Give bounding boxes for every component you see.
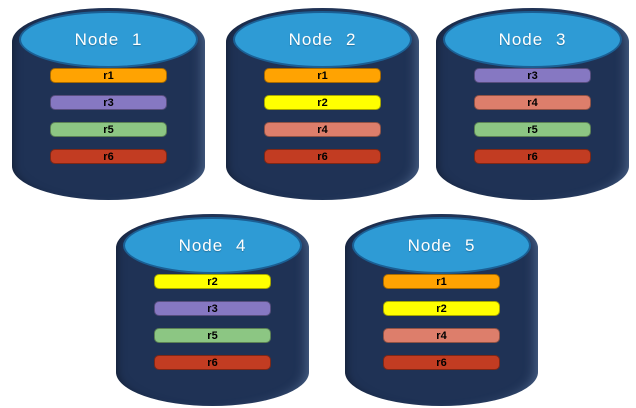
replica-bar: r6 <box>154 355 271 370</box>
node-cylinder-4: Node 4 r2 r3 r5 r6 <box>116 214 309 406</box>
replica-bar: r2 <box>154 274 271 289</box>
node-cylinder-2: Node 2 r1 r2 r4 r6 <box>226 8 419 200</box>
replica-bar: r4 <box>474 95 591 110</box>
cylinder-top-ellipse: Node 1 <box>19 11 198 68</box>
cylinder-top-ellipse: Node 5 <box>352 217 531 274</box>
replica-bar: r3 <box>50 95 167 110</box>
replica-bar: r6 <box>474 149 591 164</box>
node-cylinder-1: Node 1 r1 r3 r5 r6 <box>12 8 205 200</box>
replica-bar: r4 <box>383 328 500 343</box>
replica-bar-stack: r1 r2 r4 r6 <box>226 68 419 164</box>
replica-bar: r6 <box>50 149 167 164</box>
replica-bar-stack: r3 r4 r5 r6 <box>436 68 629 164</box>
replica-bar: r3 <box>474 68 591 83</box>
node-label: Node 4 <box>178 235 247 255</box>
replica-bar: r1 <box>264 68 381 83</box>
replica-bar: r1 <box>50 68 167 83</box>
cylinder-top-ellipse: Node 2 <box>233 11 412 68</box>
replica-bar: r2 <box>383 301 500 316</box>
node-cylinder-5: Node 5 r1 r2 r4 r6 <box>345 214 538 406</box>
cylinder-top-ellipse: Node 4 <box>123 217 302 274</box>
replica-bar-stack: r1 r3 r5 r6 <box>12 68 205 164</box>
replica-bar: r5 <box>474 122 591 137</box>
replica-bar-stack: r2 r3 r5 r6 <box>116 274 309 370</box>
node-label: Node 1 <box>74 29 143 49</box>
replica-bar: r5 <box>50 122 167 137</box>
replica-bar: r1 <box>383 274 500 289</box>
replica-bar-stack: r1 r2 r4 r6 <box>345 274 538 370</box>
node-label: Node 2 <box>288 29 357 49</box>
cylinder-top-ellipse: Node 3 <box>443 11 622 68</box>
replica-bar: r6 <box>264 149 381 164</box>
node-label: Node 5 <box>407 235 476 255</box>
replica-bar: r3 <box>154 301 271 316</box>
node-label: Node 3 <box>498 29 567 49</box>
replica-bar: r6 <box>383 355 500 370</box>
node-cylinder-3: Node 3 r3 r4 r5 r6 <box>436 8 629 200</box>
replica-bar: r2 <box>264 95 381 110</box>
replica-bar: r5 <box>154 328 271 343</box>
replica-bar: r4 <box>264 122 381 137</box>
